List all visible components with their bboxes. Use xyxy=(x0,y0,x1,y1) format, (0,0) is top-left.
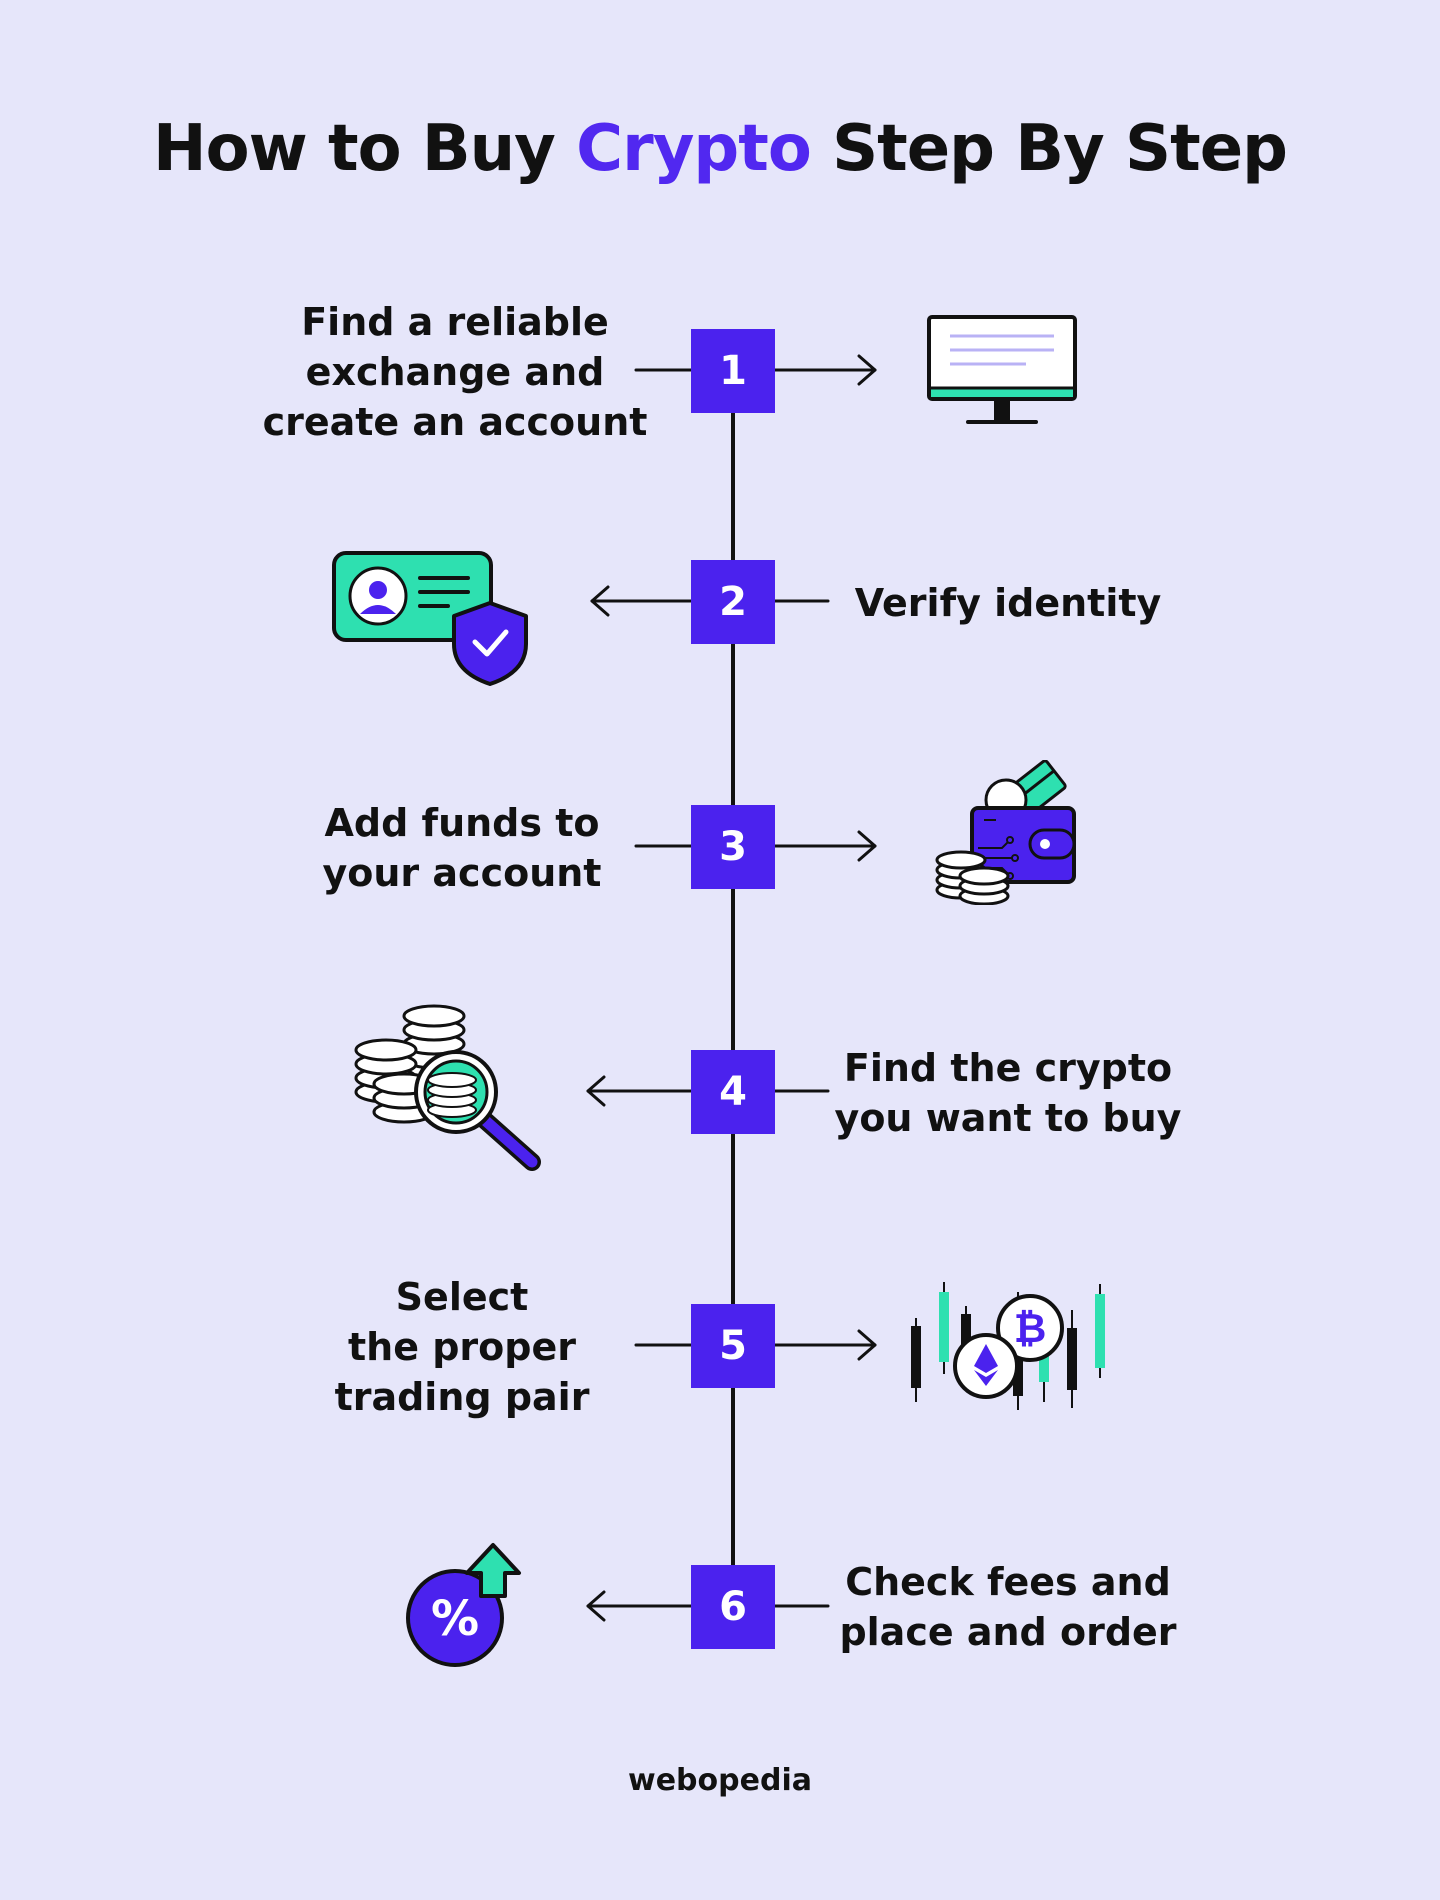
wallet-coins-icon xyxy=(935,760,1076,905)
step-6-label-line: Check fees and xyxy=(845,1560,1171,1604)
step-1-label: Find a reliable exchange and create an a… xyxy=(245,297,665,447)
id-card-shield-icon xyxy=(332,551,528,686)
step-4-badge: 4 xyxy=(691,1050,775,1134)
step-4-label: Find the crypto you want to buy xyxy=(798,1043,1218,1143)
step-5-label-line: trading pair xyxy=(334,1375,590,1419)
step-1-label-line: Find a reliable xyxy=(301,300,609,344)
monitor-icon xyxy=(927,315,1077,424)
timeline-line xyxy=(731,372,735,1622)
step-6-label: Check fees and place and order xyxy=(798,1557,1218,1657)
candlestick-crypto-icon: ₿ xyxy=(911,1282,1105,1410)
svg-text:₿: ₿ xyxy=(1014,1306,1047,1352)
title-accent: Crypto xyxy=(576,112,812,186)
svg-text:%: % xyxy=(431,1591,479,1647)
step-1-badge: 1 xyxy=(691,329,775,413)
step-2-badge: 2 xyxy=(691,560,775,644)
step-1-label-line: create an account xyxy=(262,400,648,444)
step-3-label-line: Add funds to xyxy=(324,801,600,845)
step-4-label-line: Find the crypto xyxy=(843,1046,1173,1090)
step-3-label: Add funds to your account xyxy=(252,798,672,898)
step-5-label-line: Select xyxy=(395,1275,529,1319)
brand-logo: webopedia xyxy=(628,1763,812,1798)
step-5-label: Select the proper trading pair xyxy=(252,1272,672,1422)
percent-up-icon: % xyxy=(406,1543,521,1667)
step-3-label-line: your account xyxy=(322,851,602,895)
step-5-badge: 5 xyxy=(691,1304,775,1388)
step-4-label-line: you want to buy xyxy=(834,1096,1182,1140)
step-6-label-line: place and order xyxy=(839,1610,1177,1654)
step-5-label-line: the proper xyxy=(348,1325,576,1369)
coins-magnifier-icon xyxy=(354,1004,541,1171)
step-6-badge: 6 xyxy=(691,1565,775,1649)
step-1-label-line: exchange and xyxy=(305,350,605,394)
page-title: How to Buy Crypto Step By Step xyxy=(0,112,1440,186)
title-part-2: Step By Step xyxy=(810,112,1288,186)
title-part-1: How to Buy xyxy=(153,112,577,186)
step-2-label: Verify identity xyxy=(798,578,1218,628)
step-3-badge: 3 xyxy=(691,805,775,889)
step-2-label-line: Verify identity xyxy=(854,581,1162,625)
